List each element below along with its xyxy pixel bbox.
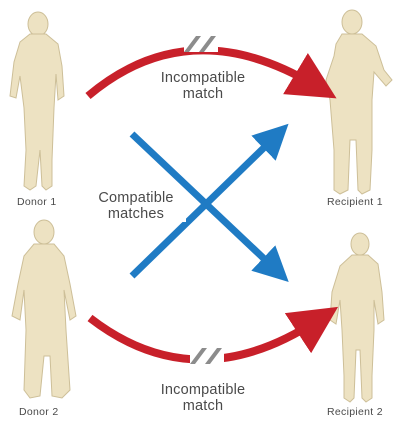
recipient-1-label: Recipient 1 [327,196,383,208]
compatible-label: Compatible matches [86,190,186,222]
break-mark-top [184,36,218,52]
break-mark-bottom [190,348,224,364]
donor-2-figure [12,220,76,398]
incompatible-bottom-line2: match [148,398,258,414]
recipient-2-label: Recipient 2 [327,406,383,418]
donor-1-label: Donor 1 [17,196,56,208]
incompatible-top-line2: match [148,86,258,102]
donor-2-label: Donor 2 [19,406,58,418]
recipient-1-figure [326,10,392,194]
compatible-line2: matches [86,206,186,222]
incompatible-bottom-line1: Incompatible [148,382,258,398]
incompatible-bottom-label: Incompatible match [148,382,258,414]
incompatible-top-label: Incompatible match [148,70,258,102]
donor-1-figure [10,12,64,190]
incompatible-top-line1: Incompatible [148,70,258,86]
recipient-2-figure [330,233,384,402]
compatible-line1: Compatible [86,190,186,206]
